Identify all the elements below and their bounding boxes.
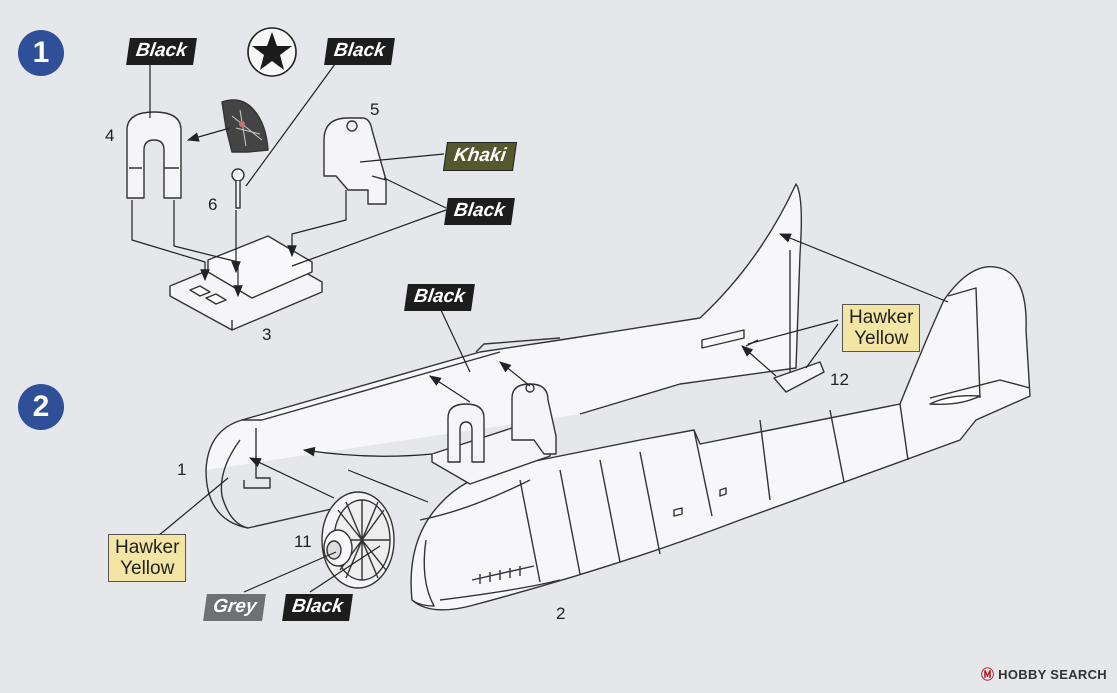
part-number-3: 3 [262, 325, 272, 344]
color-tag-black-part4: Black [126, 38, 197, 65]
watermark-logo-icon: Ⓜ [980, 667, 995, 682]
color-tag-black-instrument: Black [324, 38, 395, 65]
tag-line-1: Hawker [849, 307, 914, 328]
color-tag-black-engine: Black [282, 594, 353, 621]
color-tag-hawker-yellow-tail: Hawker Yellow [842, 304, 921, 352]
part-3-floor [169, 235, 323, 331]
part-11-engine [321, 491, 395, 589]
tag-line-2: Yellow [854, 328, 909, 349]
color-tag-black-part5: Black [444, 198, 515, 225]
color-tag-khaki: Khaki [442, 142, 517, 171]
fuselage-half-left [205, 183, 803, 529]
watermark-text: HOBBY SEARCH [998, 667, 1107, 682]
tag-line-2: Yellow [120, 558, 175, 579]
part-number-2: 2 [556, 604, 566, 623]
star-insignia [247, 27, 297, 77]
step1-arrows [131, 59, 447, 298]
color-tag-grey: Grey [203, 594, 267, 621]
color-tag-black-cockpit: Black [404, 284, 475, 311]
step-badge-1: 1 [18, 30, 64, 76]
instrument-panel [221, 99, 269, 153]
watermark: Ⓜ HOBBY SEARCH [981, 664, 1107, 683]
part-6-lever [231, 168, 245, 209]
part-number-12: 12 [830, 370, 849, 389]
part-number-6: 6 [208, 195, 218, 214]
part-number-4: 4 [105, 126, 115, 145]
part-number-11: 11 [294, 532, 312, 551]
color-tag-hawker-yellow-nose: Hawker Yellow [108, 534, 187, 582]
cockpit-subassembly [431, 383, 557, 485]
part-5-seat [323, 117, 387, 205]
step-badge-2: 2 [18, 384, 64, 430]
part-4-seat-armor [126, 111, 182, 199]
part-number-1: 1 [177, 460, 187, 479]
step2-arrows [157, 233, 949, 593]
part-number-5: 5 [370, 100, 380, 119]
tag-line-1: Hawker [115, 537, 180, 558]
